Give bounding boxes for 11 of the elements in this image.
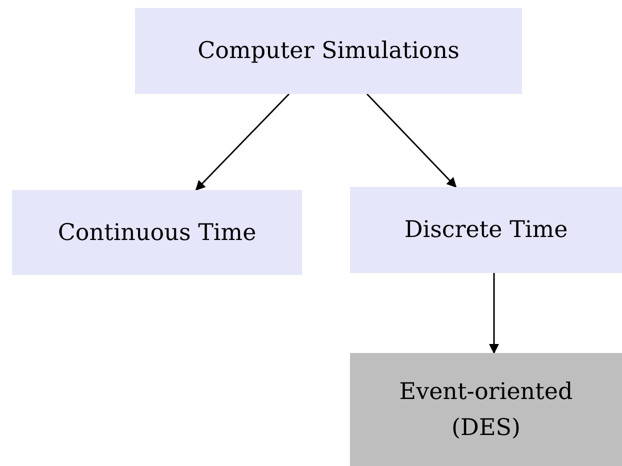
node-label: Continuous Time	[56, 218, 258, 248]
arrow	[366, 93, 457, 188]
node-label: Computer Simulations	[196, 37, 460, 66]
node-label: Discrete Time	[403, 216, 569, 245]
process-box	[350, 353, 622, 466]
process-box	[135, 8, 522, 94]
process-box	[350, 187, 622, 273]
process-box	[12, 190, 302, 275]
arrow	[489, 273, 499, 354]
arrow	[195, 93, 290, 191]
node-label: Event-oriented (DES)	[398, 378, 574, 442]
